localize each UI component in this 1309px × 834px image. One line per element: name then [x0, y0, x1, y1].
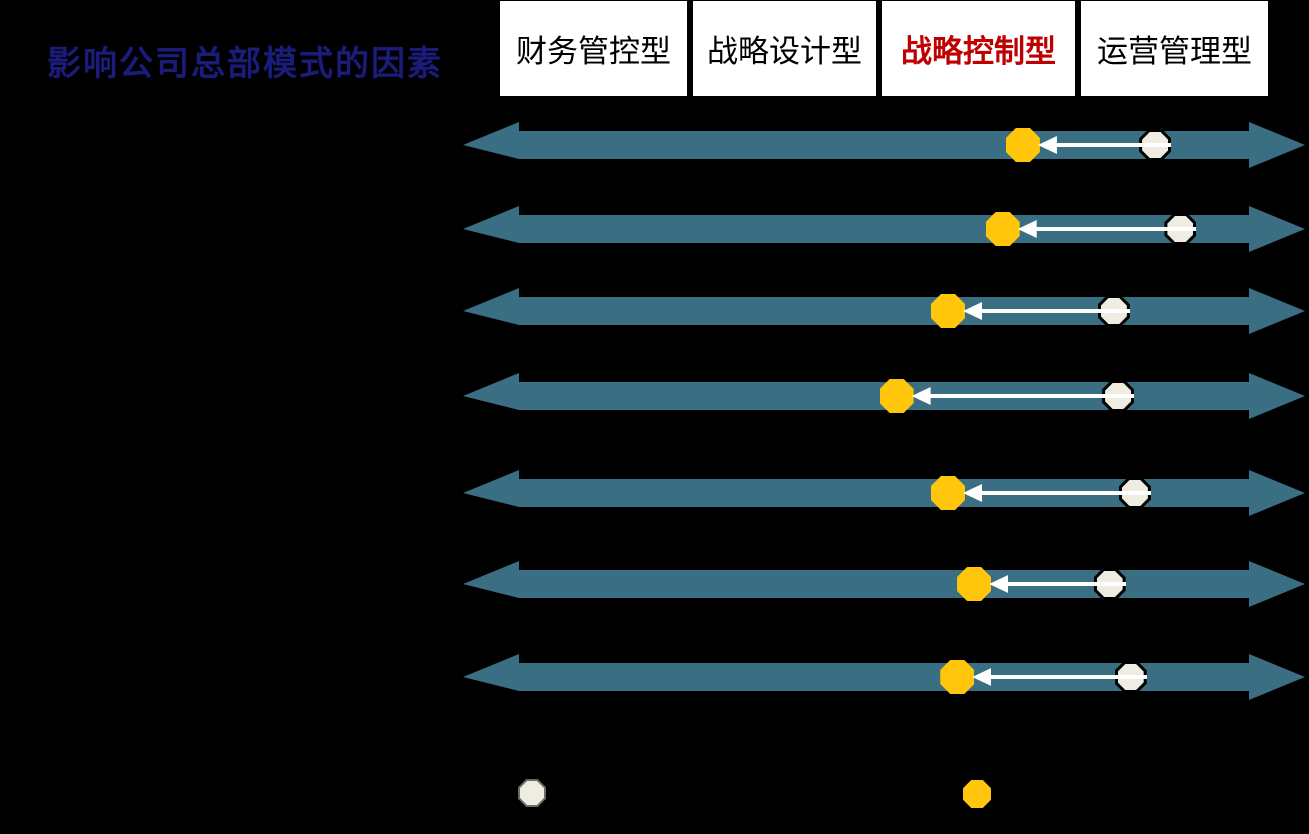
- target-position-marker: [985, 212, 1020, 246]
- shift-arrow-line: [989, 675, 1147, 679]
- header-col-financial-control: 财务管控型: [500, 1, 687, 96]
- target-position-marker: [957, 567, 992, 601]
- shift-arrow-line: [979, 309, 1130, 313]
- shift-arrow-line: [979, 491, 1151, 495]
- spectrum-double-arrow: [463, 654, 1305, 700]
- header-col-operational-management: 运营管理型: [1081, 1, 1268, 96]
- spectrum-double-arrow: [463, 561, 1305, 607]
- spectrum-double-arrow: [463, 288, 1305, 334]
- page-title: 影响公司总部模式的因素: [47, 45, 443, 83]
- header-col-strategic-control: 战略控制型: [882, 1, 1075, 96]
- target-position-marker: [879, 379, 914, 413]
- target-position-marker: [1005, 128, 1040, 162]
- header-col-strategic-design: 战略设计型: [693, 1, 876, 96]
- spectrum-double-arrow: [463, 470, 1305, 516]
- target-position-marker: [940, 660, 975, 694]
- shift-arrow-line: [1006, 582, 1126, 586]
- shift-arrow-line: [928, 394, 1135, 398]
- spectrum-double-arrow: [463, 122, 1305, 168]
- shift-arrow-line: [1054, 143, 1172, 147]
- legend-white-octagon-fill: [520, 781, 544, 805]
- target-position-marker: [930, 294, 965, 328]
- legend-white-octagon: [518, 779, 546, 807]
- target-position-marker: [930, 476, 965, 510]
- legend-yellow-octagon: [963, 780, 991, 808]
- shift-arrow-line: [1034, 227, 1197, 231]
